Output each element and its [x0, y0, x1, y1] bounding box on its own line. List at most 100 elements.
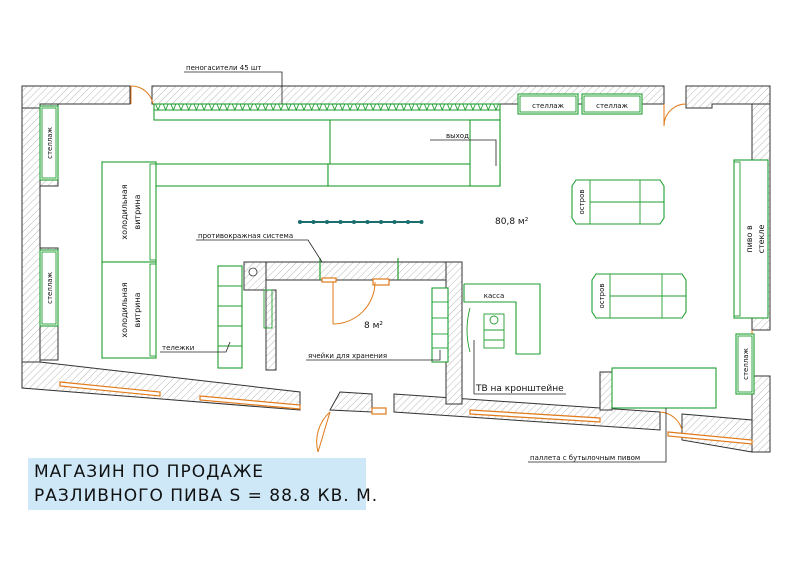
foam-dispenser: [262, 103, 269, 112]
foam-dispenser: [339, 103, 346, 112]
beer-glass-label-line2: стекле: [757, 225, 766, 254]
shelf-label: стеллаж: [742, 347, 750, 379]
title-box: [28, 458, 366, 510]
antitheft-sensor: [392, 220, 397, 224]
lockers-label: ячейки для хранения: [308, 352, 387, 360]
antitheft-sensor: [419, 220, 424, 224]
fridge-display-1: холодильная витрина: [101, 161, 157, 263]
antitheft-sensor: [311, 220, 316, 224]
tv-label: ТВ на кронштейне: [475, 384, 564, 394]
shelf-right: стеллаж: [735, 333, 755, 395]
area-room-label: 8 м²: [364, 321, 383, 331]
shelf-left-bottom: стеллаж: [39, 249, 59, 327]
foam-dispenser: [493, 103, 499, 112]
foam-dispenser: [431, 103, 438, 112]
foam-dispenser: [400, 103, 407, 112]
foam-dispenser: [470, 103, 476, 112]
foam-dispenser: [208, 103, 215, 112]
foam-dispenser: [324, 103, 330, 112]
foam-dispenser: [347, 103, 353, 112]
antitheft-label: противокражная система: [198, 232, 293, 240]
island-1: остров: [571, 179, 665, 225]
windows: [59, 277, 753, 445]
foam-dispenser: [224, 103, 231, 112]
island-2: остров: [591, 273, 687, 319]
foam-dispenser: [239, 103, 246, 112]
foam-dispenser: [377, 103, 384, 112]
title-line-2: РАЗЛИВНОГО ПИВА S = 88.8 КВ. М.: [34, 486, 379, 506]
foam-dispenser: [408, 103, 415, 112]
shelf-label: стеллаж: [46, 126, 54, 158]
antitheft-sensor: [325, 220, 329, 224]
fridge-label-line1: холодильная: [120, 184, 129, 239]
foam-dispenser: [446, 103, 453, 112]
antitheft-sensor: [406, 220, 410, 224]
foam-dispenser: [178, 103, 184, 112]
foam-dispensers: [155, 103, 499, 112]
foam-dispenser: [170, 103, 177, 112]
title-line-1: МАГАЗИН ПО ПРОДАЖЕ: [34, 462, 265, 482]
foam-dispenser: [370, 103, 377, 112]
column: [248, 267, 258, 277]
fridge-label-line1: холодильная: [120, 282, 129, 337]
foam-dispenser: [416, 103, 423, 112]
fridge-label-line2: витрина: [133, 292, 142, 327]
foam-dispenser: [285, 103, 292, 112]
foam-dispenser: [185, 103, 192, 112]
shelf-top-2: стеллаж: [581, 93, 643, 115]
shelf-label: стеллаж: [532, 102, 564, 110]
bar-counter: [153, 119, 501, 187]
foam-dispenser: [454, 103, 461, 112]
shelf-label: стеллаж: [46, 271, 54, 303]
foam-dispenser: [316, 103, 323, 112]
antitheft-system: [298, 220, 424, 280]
island-label: остров: [598, 283, 606, 308]
foam-dispenser: [193, 103, 200, 112]
island-label: остров: [578, 189, 586, 214]
fridge-display-2: холодильная витрина: [101, 261, 157, 359]
foam-dispenser: [293, 103, 300, 112]
foam-dispenser: [277, 103, 284, 112]
foam-dispenser: [477, 103, 484, 112]
shelf-left-top: стеллаж: [39, 105, 59, 181]
foam-dispenser: [231, 103, 238, 112]
foam-label: пеногасители 45 шт: [186, 64, 261, 72]
antitheft-sensor: [365, 220, 370, 224]
foam-dispenser: [216, 103, 223, 112]
antitheft-sensor: [298, 220, 302, 224]
foam-dispenser: [331, 103, 338, 112]
foam-dispenser: [393, 103, 400, 112]
foam-dispenser: [385, 103, 392, 112]
leaders: [160, 71, 667, 463]
foam-dispenser: [439, 103, 446, 112]
pallet-label: паллета с бутылочным пивом: [530, 454, 640, 462]
antitheft-sensor: [379, 220, 383, 224]
foam-dispenser: [162, 103, 169, 112]
area-main-label: 80,8 м²: [495, 217, 529, 227]
exit-label: выход: [446, 132, 469, 140]
cashier-label: касса: [484, 292, 505, 300]
foam-dispenser: [270, 103, 277, 112]
carts-label: тележки: [162, 344, 194, 352]
storage-lockers: [431, 287, 449, 363]
foam-dispenser: [354, 103, 361, 112]
foam-dispenser: [201, 103, 208, 112]
foam-dispenser: [485, 103, 492, 112]
foam-dispenser: [362, 103, 369, 112]
beer-in-glass-fridge: пиво в стекле: [733, 159, 769, 319]
shelf-top-1: стеллаж: [517, 93, 579, 115]
foam-dispenser: [308, 103, 315, 112]
foam-dispenser: [247, 103, 254, 112]
beer-pallet: [611, 367, 717, 409]
carts-rack: [217, 265, 273, 369]
foam-dispenser: [301, 103, 307, 112]
beer-glass-label-line1: пиво в: [745, 225, 754, 253]
foam-dispenser: [462, 103, 469, 112]
foam-dispenser: [254, 103, 261, 112]
foam-dispenser: [423, 103, 430, 112]
foam-dispenser: [155, 103, 161, 112]
antitheft-sensor: [338, 220, 343, 224]
shelf-label: стеллаж: [596, 102, 628, 110]
cashier-counter: касса: [463, 283, 541, 355]
